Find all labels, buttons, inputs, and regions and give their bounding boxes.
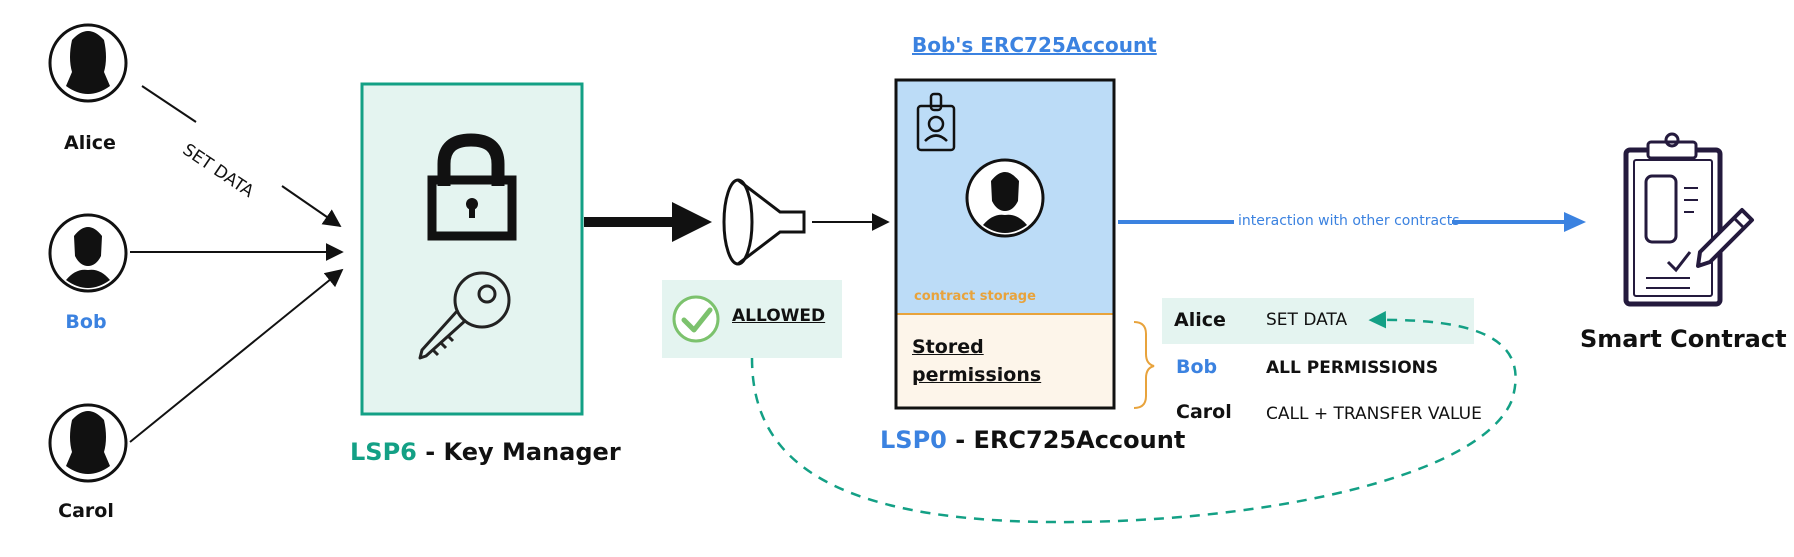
- permission-name-bob: Bob: [1176, 356, 1218, 378]
- key-manager-prefix: LSP6: [350, 438, 417, 466]
- key-manager-title: LSP6 - Key Manager: [350, 438, 621, 466]
- allowed-flow-arrow: [584, 202, 712, 242]
- stored-permissions-label: Stored permissions: [912, 336, 1042, 386]
- user-label-alice: Alice: [64, 132, 116, 154]
- id-badge-icon: [916, 92, 956, 152]
- alice-avatar-icon: [48, 23, 128, 103]
- permission-value-bob: ALL PERMISSIONS: [1266, 358, 1439, 378]
- key-manager-suffix: - Key Manager: [416, 438, 621, 466]
- account-avatar-icon: [965, 158, 1045, 238]
- user-arrows: [129, 85, 344, 443]
- bob-avatar-icon: [48, 213, 128, 293]
- permission-value-alice: SET DATA: [1266, 310, 1348, 330]
- permission-name-alice: Alice: [1174, 309, 1226, 331]
- account-link-title[interactable]: Bob's ERC725Account: [912, 33, 1157, 57]
- key-manager-box: [360, 82, 584, 416]
- user-label-bob: Bob: [65, 311, 107, 333]
- funnel-icon: [722, 178, 806, 266]
- account-title: LSP0 - ERC725Account: [880, 426, 1185, 454]
- interaction-arrow: [1118, 212, 1586, 232]
- interaction-label: interaction with other contracts: [1238, 213, 1460, 229]
- smart-contract-label: Smart Contract: [1580, 325, 1787, 353]
- permission-check-path: [750, 310, 1517, 524]
- check-circle-icon: [672, 295, 720, 343]
- carol-avatar-icon: [48, 403, 128, 483]
- permission-name-carol: Carol: [1176, 401, 1232, 423]
- account-suffix: - ERC725Account: [946, 426, 1186, 454]
- permission-value-carol: CALL + TRANSFER VALUE: [1266, 404, 1482, 424]
- clipboard-icon: [1623, 132, 1723, 307]
- account-prefix: LSP0: [880, 426, 947, 454]
- brace-icon: [1133, 321, 1155, 409]
- user-label-carol: Carol: [58, 500, 114, 522]
- account-storage-area: [896, 314, 1114, 408]
- pen-icon: [1696, 208, 1754, 268]
- lock-icon: [427, 133, 517, 241]
- contract-storage-label: contract storage: [914, 289, 1036, 304]
- permissions-highlight-row: [1162, 298, 1474, 344]
- allowed-label: ALLOWED: [732, 306, 826, 326]
- key-icon: [418, 271, 511, 360]
